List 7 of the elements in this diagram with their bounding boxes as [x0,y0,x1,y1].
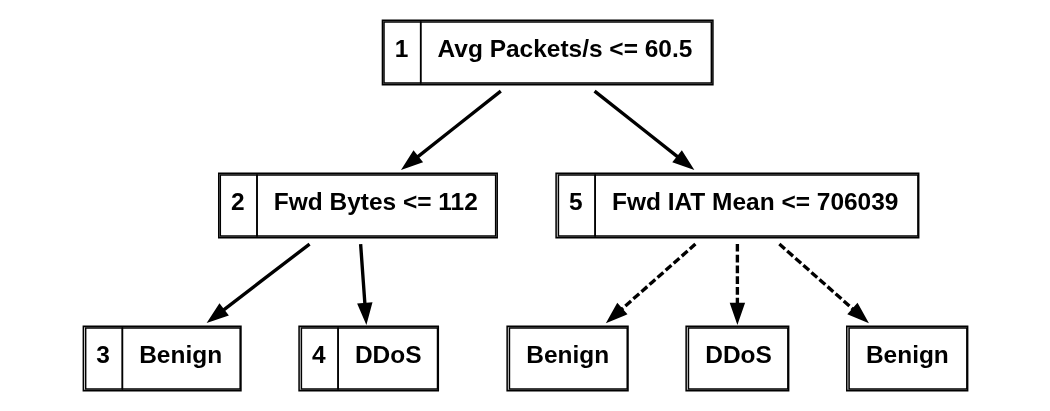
arrow [593,89,694,170]
arrow [206,242,311,323]
arrow [777,242,869,324]
arrow [729,244,745,325]
arrow [400,89,502,170]
arrow [356,243,373,325]
arrow [605,242,697,324]
